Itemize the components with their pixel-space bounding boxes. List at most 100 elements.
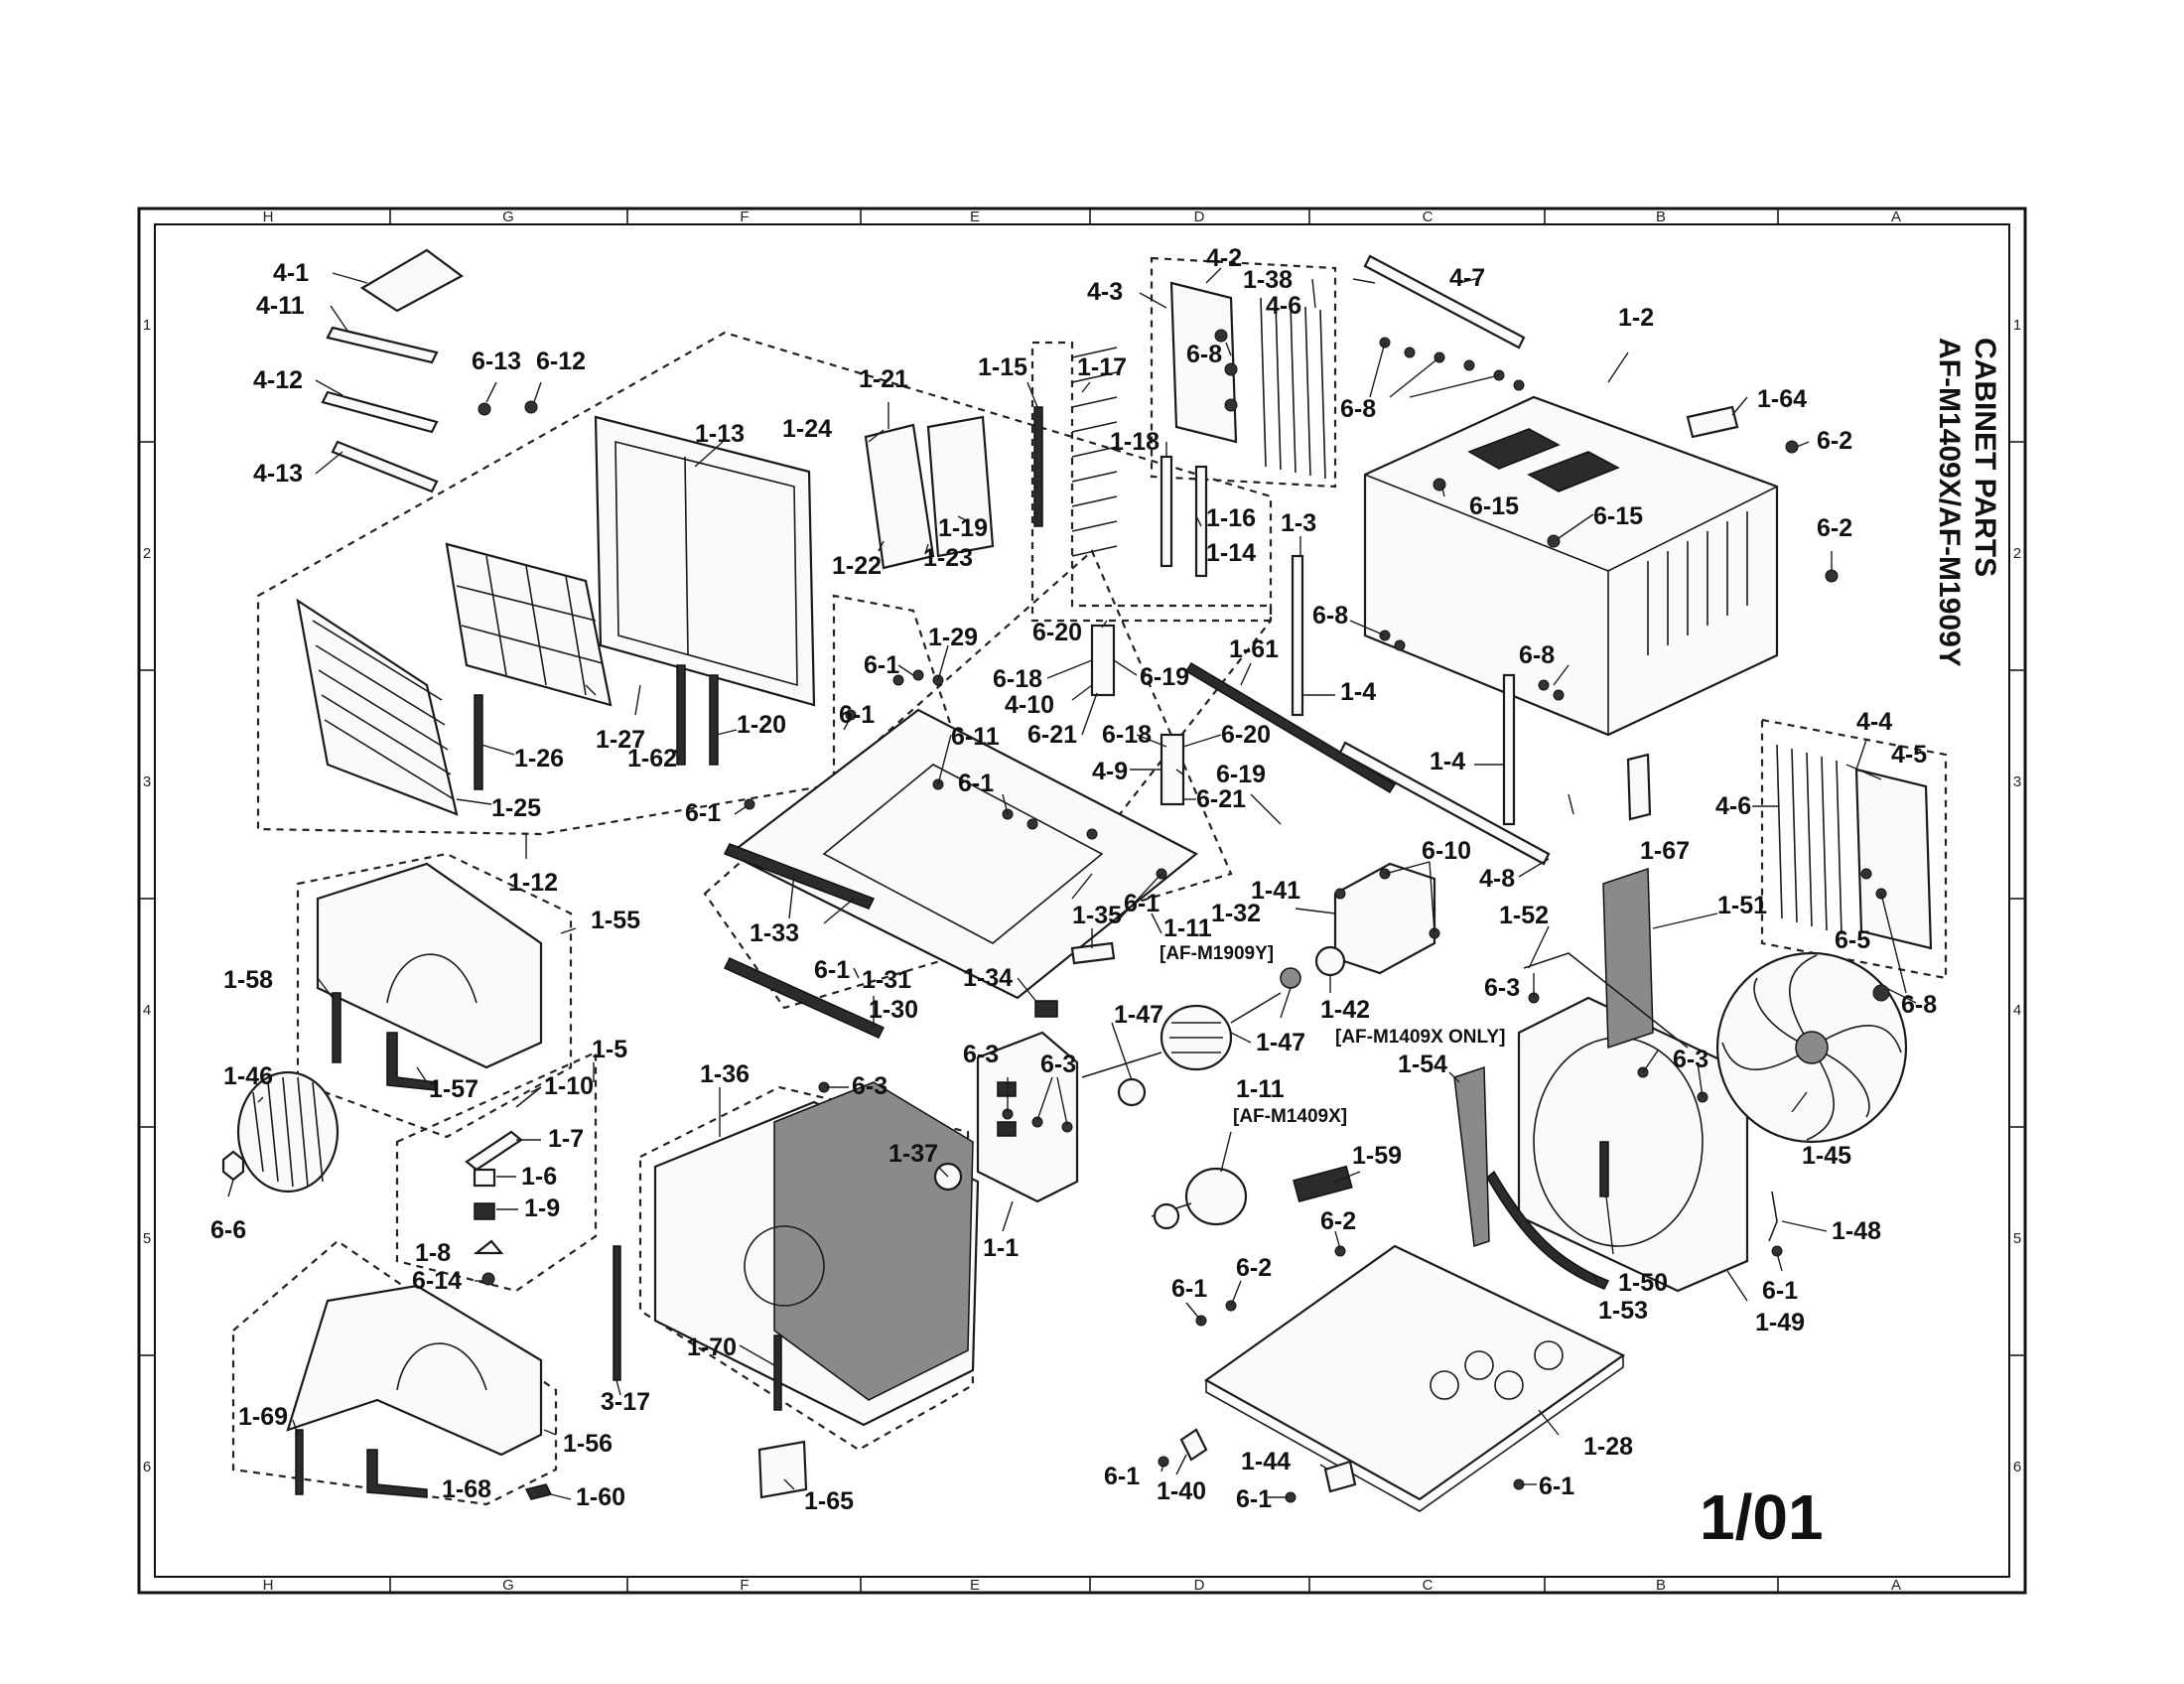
label-1-52: 1-52 — [1499, 902, 1549, 929]
label-1-59: 1-59 — [1352, 1142, 1402, 1170]
label-1-11-b: 1-11 — [1236, 1075, 1285, 1103]
part-1-1-shape — [976, 1031, 1079, 1203]
part-1-7-shape — [465, 1130, 523, 1172]
part-1-33-shape — [723, 843, 876, 910]
label-6-20-a: 6-20 — [1032, 619, 1082, 646]
label-1-56: 1-56 — [563, 1430, 613, 1458]
label-6-3-d: 6-3 — [1484, 974, 1520, 1002]
label-1-20: 1-20 — [737, 711, 786, 739]
part-1-58-shape — [332, 992, 341, 1063]
screw-6-14 — [481, 1272, 495, 1286]
label-6-1-g: 6-1 — [1762, 1277, 1798, 1305]
leader-lines — [227, 267, 1917, 1500]
part-1-26-shape — [474, 694, 483, 790]
label-1-58: 1-58 — [223, 966, 273, 994]
label-1-42: 1-42 — [1320, 996, 1370, 1024]
label-4-11: 4-11 — [256, 292, 305, 320]
part-1-48-shape — [1768, 1191, 1778, 1242]
label-1-38: 1-38 — [1243, 266, 1293, 294]
part-4-8-shape — [1338, 741, 1551, 866]
part-1-61-shape — [1184, 661, 1397, 794]
label-6-2-d: 6-2 — [1236, 1254, 1272, 1282]
label-6-3-c: 6-3 — [1040, 1051, 1076, 1078]
label-1-23: 1-23 — [923, 544, 973, 572]
label-6-1-j: 6-1 — [1236, 1485, 1272, 1513]
zone-number-3: 3 — [143, 773, 151, 790]
label-6-2-c: 6-2 — [1320, 1207, 1356, 1235]
vent-left — [1467, 428, 1561, 470]
label-1-1: 1-1 — [983, 1234, 1019, 1262]
zone-number-2-right: 2 — [2013, 545, 2021, 562]
part-4-4-shape — [1854, 768, 1933, 950]
label-6-8-a: 6-8 — [1186, 341, 1222, 368]
label-6-2-b: 6-2 — [1817, 514, 1852, 542]
title-line-2: AF-M1409X/AF-M1909Y — [1933, 338, 1966, 667]
label-6-1-i: 6-1 — [1539, 1473, 1574, 1500]
part-1-41-shape — [1333, 862, 1436, 975]
label-4-3: 4-3 — [1087, 278, 1123, 306]
label-1-9: 1-9 — [524, 1194, 560, 1222]
label-1-15: 1-15 — [978, 353, 1027, 381]
part-1-52-shape — [1523, 952, 1689, 1049]
part-1-4-rear-shape — [1502, 673, 1516, 826]
zone-number-5-right: 5 — [2013, 1230, 2021, 1247]
part-1-55-shape — [316, 862, 543, 1069]
label-1-51: 1-51 — [1717, 892, 1767, 919]
label-4-12: 4-12 — [253, 366, 303, 394]
zone-letter-a: A — [1891, 209, 1901, 225]
part-4-6-shape — [1260, 297, 1326, 480]
note-af-m1409x-only: [AF-M1409X ONLY] — [1335, 1027, 1505, 1048]
label-6-20-b: 6-20 — [1221, 721, 1271, 749]
label-6-12: 6-12 — [536, 348, 586, 375]
part-1-45-hub — [1795, 1031, 1829, 1064]
label-1-64: 1-64 — [1757, 385, 1807, 413]
label-1-44: 1-44 — [1241, 1448, 1291, 1475]
part-1-44-shape — [1323, 1460, 1357, 1493]
label-6-1-b: 6-1 — [839, 701, 875, 729]
part-4-2-shape — [1169, 281, 1238, 444]
label-1-3: 1-3 — [1281, 509, 1316, 537]
label-6-19-b: 6-19 — [1216, 761, 1266, 788]
zone-letter-g: G — [502, 209, 514, 225]
part-1-1-slot-b — [997, 1121, 1017, 1137]
label-1-60: 1-60 — [576, 1483, 625, 1511]
part-1-9-shape — [474, 1202, 495, 1220]
nut-6-6 — [221, 1150, 245, 1182]
part-1-36-insulation — [773, 1081, 974, 1401]
title-line-1: CABINET PARTS — [1969, 338, 2001, 577]
zone-letter-b: B — [1656, 209, 1666, 225]
part-1-35-shape — [1070, 941, 1116, 965]
label-1-27: 1-27 — [596, 726, 645, 754]
label-1-46: 1-46 — [223, 1062, 273, 1090]
part-1-47-ring — [1280, 967, 1301, 989]
label-6-18-a: 6-18 — [993, 665, 1042, 693]
label-1-14: 1-14 — [1206, 539, 1256, 567]
part-1-11-motor-x-hub — [1153, 1202, 1180, 1230]
label-6-1-h: 6-1 — [1171, 1275, 1207, 1303]
label-1-19: 1-19 — [938, 514, 988, 542]
part-1-49-shape — [1517, 996, 1749, 1293]
part-1-20-shape — [709, 674, 719, 766]
label-1-36: 1-36 — [700, 1060, 750, 1088]
part-1-42-shape — [1314, 945, 1346, 977]
label-6-15-b: 6-15 — [1593, 502, 1643, 530]
label-1-18: 1-18 — [1110, 428, 1160, 456]
label-1-24: 1-24 — [782, 415, 832, 443]
label-6-2-a: 6-2 — [1817, 427, 1852, 455]
label-1-61: 1-61 — [1229, 635, 1279, 663]
label-1-70: 1-70 — [687, 1333, 737, 1361]
label-6-8-b: 6-8 — [1340, 395, 1376, 423]
label-6-21-b: 6-21 — [1196, 785, 1246, 813]
label-4-1: 4-1 — [273, 259, 309, 287]
part-1-47-shape — [1117, 1077, 1147, 1107]
label-1-5: 1-5 — [592, 1036, 627, 1063]
zone-number-6: 6 — [143, 1459, 151, 1475]
label-1-65: 1-65 — [804, 1487, 854, 1515]
label-1-30: 1-30 — [869, 996, 918, 1024]
label-1-4-b: 1-4 — [1430, 748, 1465, 775]
label-1-54: 1-54 — [1398, 1051, 1447, 1078]
label-1-7: 1-7 — [548, 1125, 584, 1153]
label-6-1-e: 6-1 — [814, 956, 850, 984]
part-1-1-slot-a — [997, 1081, 1017, 1097]
part-4-11-shape — [326, 326, 439, 364]
